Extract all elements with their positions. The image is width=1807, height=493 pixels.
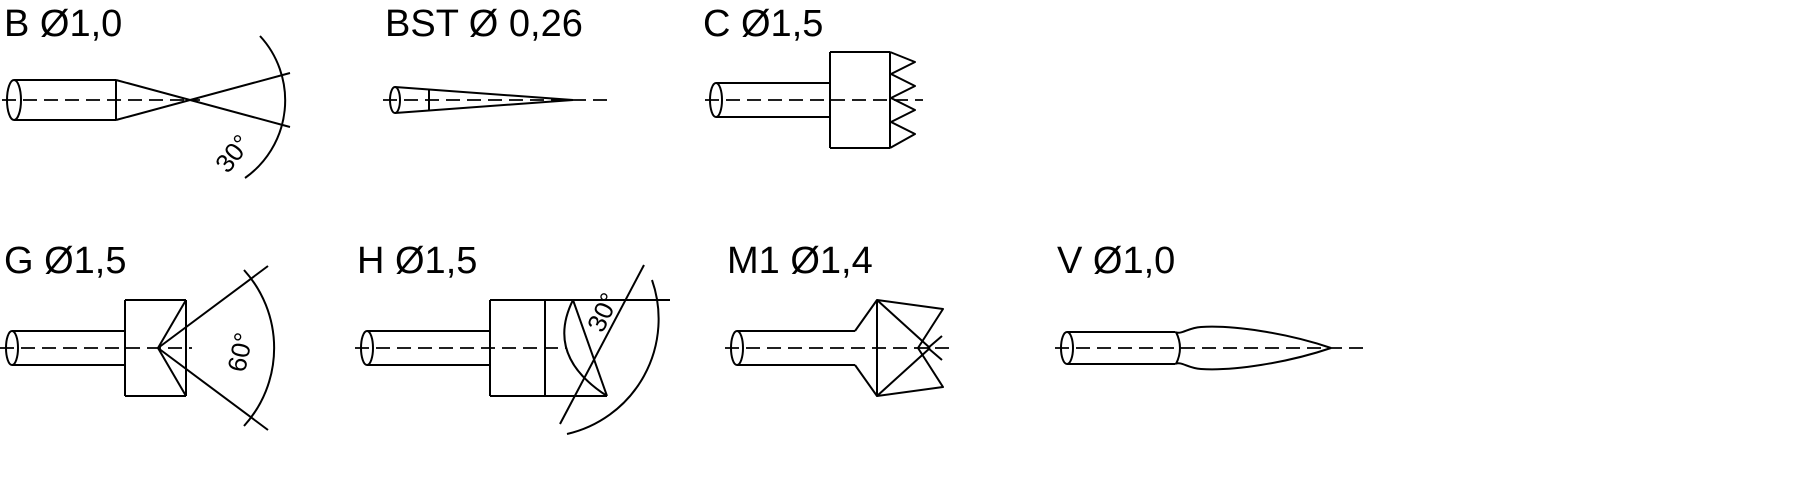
probe-g-angle-dimension: 60° xyxy=(157,265,276,431)
probe-h-angle-text: 30° xyxy=(581,288,625,336)
probe-drawing-b: 30° xyxy=(2,35,291,179)
probe-v-taper-tip xyxy=(1174,325,1332,371)
probe-label-b: B Ø1,0 xyxy=(4,3,123,45)
probe-h-angle-dimension: 30° xyxy=(545,264,670,435)
probe-h-bevel-tip xyxy=(545,299,608,397)
probe-label-m1: M1 Ø1,4 xyxy=(727,240,873,282)
probe-label-bst: BST Ø 0,26 xyxy=(385,3,583,45)
probe-g-cup-notch xyxy=(157,299,187,397)
probe-label-v: V Ø1,0 xyxy=(1057,240,1176,282)
probe-c-barrel xyxy=(709,82,830,118)
probe-drawing-bst xyxy=(383,86,611,114)
probe-drawing-h: 30° xyxy=(355,264,670,435)
probe-g-angle-text: 60° xyxy=(221,330,259,375)
probe-drawing-v xyxy=(1055,325,1365,371)
probe-label-h: H Ø1,5 xyxy=(357,240,478,282)
probe-b-angle-dimension: 30° xyxy=(209,35,287,179)
probe-c-serrated-teeth xyxy=(889,51,916,149)
probe-b-angle-text: 30° xyxy=(209,129,257,178)
probe-b-cone-tip xyxy=(115,72,291,128)
probe-c-head-body xyxy=(829,51,891,149)
probe-label-c: C Ø1,5 xyxy=(703,3,824,45)
probe-label-g: G Ø1,5 xyxy=(4,240,127,282)
probe-drawing-c xyxy=(705,51,923,149)
probe-drawing-g: 60° xyxy=(0,265,276,431)
probe-bst-needle-tip xyxy=(394,86,574,114)
probe-drawing-m1 xyxy=(725,299,950,397)
probe-g-head-body xyxy=(124,299,187,397)
